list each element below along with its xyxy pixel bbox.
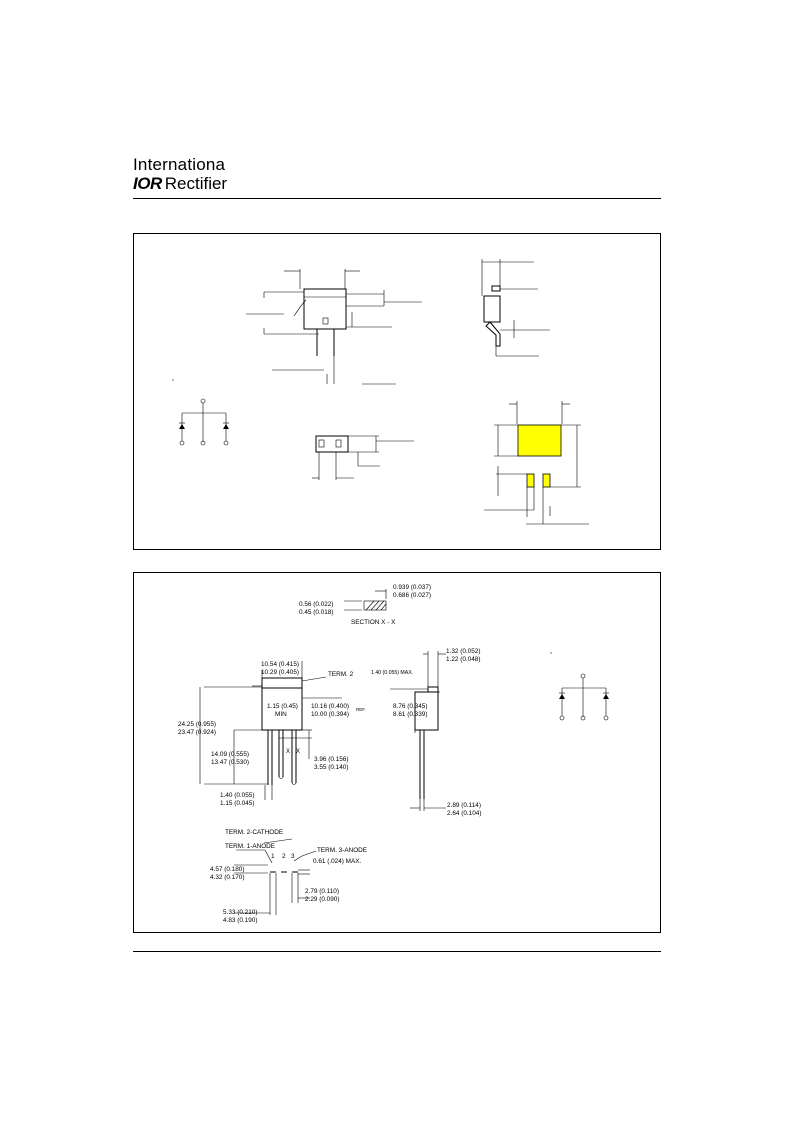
pitch-max: 4.57 (0.180) <box>210 866 244 873</box>
d2pak-side-view <box>481 259 550 357</box>
pin-1-label: 1 <box>271 853 275 860</box>
section-thick-min: 0.45 (0.018) <box>299 609 333 616</box>
pin-2-label: 2 <box>282 853 286 860</box>
header-rule <box>133 198 661 199</box>
lead-t-min: 2.64 (0.104) <box>447 810 481 817</box>
to262-tab <box>261 677 303 689</box>
d2pak-schematic <box>179 398 229 446</box>
x-mark-right: X <box>296 749 300 755</box>
footprint-pad-1 <box>526 473 535 488</box>
d2pak-footprint <box>484 401 589 525</box>
tab-thick-min: 1.22 (0.048) <box>446 656 480 663</box>
span-min: 4.83 (0.190) <box>223 917 257 924</box>
hole-min: 3.55 (0.140) <box>314 764 348 771</box>
footprint-pad-3 <box>542 473 551 488</box>
body-len-min: 10.00 (0.394) <box>311 711 349 718</box>
term1-anode-label: TERM. 1-ANODE <box>225 843 275 850</box>
section-xx: SECTION X - X 0.56 (0.022) 0.45 (0.018) … <box>299 584 431 626</box>
to262-outline-panel: SECTION X - X 0.56 (0.022) 0.45 (0.018) … <box>133 572 661 933</box>
d2pak-top-view <box>172 269 422 385</box>
lead-w-min: 1.15 (0.045) <box>220 800 254 807</box>
lead-len-max: 14.09 (0.555) <box>211 751 249 758</box>
lead-w-max: 1.40 (0.055) <box>220 792 254 799</box>
d2pak-bottom-view <box>312 435 414 480</box>
pitch-min: 4.32 (0.170) <box>210 874 244 881</box>
section-width-max: 0.939 (0.037) <box>393 584 431 591</box>
to262-schematic <box>550 652 609 721</box>
term2-label: TERM. 2 <box>328 671 354 678</box>
total-len-min: 23.47 (0.924) <box>178 729 216 736</box>
tab-thick-max: 1.32 (0.052) <box>446 648 480 655</box>
to262-side-view: 1.32 (0.052) 1.22 (0.048) 1.40 (0.055) M… <box>371 648 481 817</box>
d2pak-outline-panel <box>133 233 661 550</box>
section-thick-max: 0.56 (0.022) <box>299 601 333 608</box>
term2-cathode-label: TERM. 2-CATHODE <box>225 829 283 836</box>
pin-w-max-label: 0.61 (.024) MAX. <box>313 858 362 865</box>
side-body <box>414 691 439 731</box>
depth-min: 8.61 (0.339) <box>393 711 427 718</box>
tab-min-a: 1.15 (0.45) <box>267 703 298 710</box>
tab-min-b: MIN <box>275 711 287 718</box>
width-max: 10.54 (0.415) <box>261 661 299 668</box>
section-label: SECTION X - X <box>351 619 396 626</box>
to262-front-view: 10.54 (0.415) 10.29 (0.405) TERM. 2 1.15… <box>178 661 366 807</box>
to262-lead-view: TERM. 2-CATHODE TERM. 1-ANODE TERM. 3-AN… <box>210 829 367 924</box>
brand-line-international: Internationa <box>133 155 226 174</box>
d2pak-drawing <box>172 259 589 525</box>
span-max: 5.33 (0.210) <box>223 909 257 916</box>
section-width-min: 0.686 (0.027) <box>393 592 431 599</box>
hole-max: 3.96 (0.156) <box>314 756 348 763</box>
ior-logo-mark: IOR <box>133 174 162 193</box>
lead-gap-max: 2.79 (0.110) <box>305 888 339 895</box>
lead-len-min: 13.47 (0.530) <box>211 759 249 766</box>
lead-gap-min: 2.29 (0.090) <box>305 896 339 903</box>
body-len-ref: REF. <box>356 707 366 712</box>
pin-3-label: 3 <box>291 853 295 860</box>
to262-body <box>261 687 303 731</box>
body-len-max: 10.16 (0.400) <box>311 703 349 710</box>
width-min: 10.29 (0.405) <box>261 669 299 676</box>
depth-max: 8.76 (0.345) <box>393 703 427 710</box>
footer-rule <box>133 951 661 952</box>
lead-t-max: 2.89 (0.114) <box>447 802 481 809</box>
brand-rectifier-text: Rectifier <box>164 174 228 193</box>
lead-max-label: 1.40 (0.055) MAX. <box>371 670 413 676</box>
side-tab <box>427 686 439 693</box>
to262-drawing: SECTION X - X 0.56 (0.022) 0.45 (0.018) … <box>178 584 609 924</box>
term3-anode-label: TERM. 3-ANODE <box>317 847 367 854</box>
x-mark-left: X <box>286 749 290 755</box>
total-len-max: 24.25 (0.955) <box>178 721 216 728</box>
footprint-pad-large <box>517 424 562 457</box>
